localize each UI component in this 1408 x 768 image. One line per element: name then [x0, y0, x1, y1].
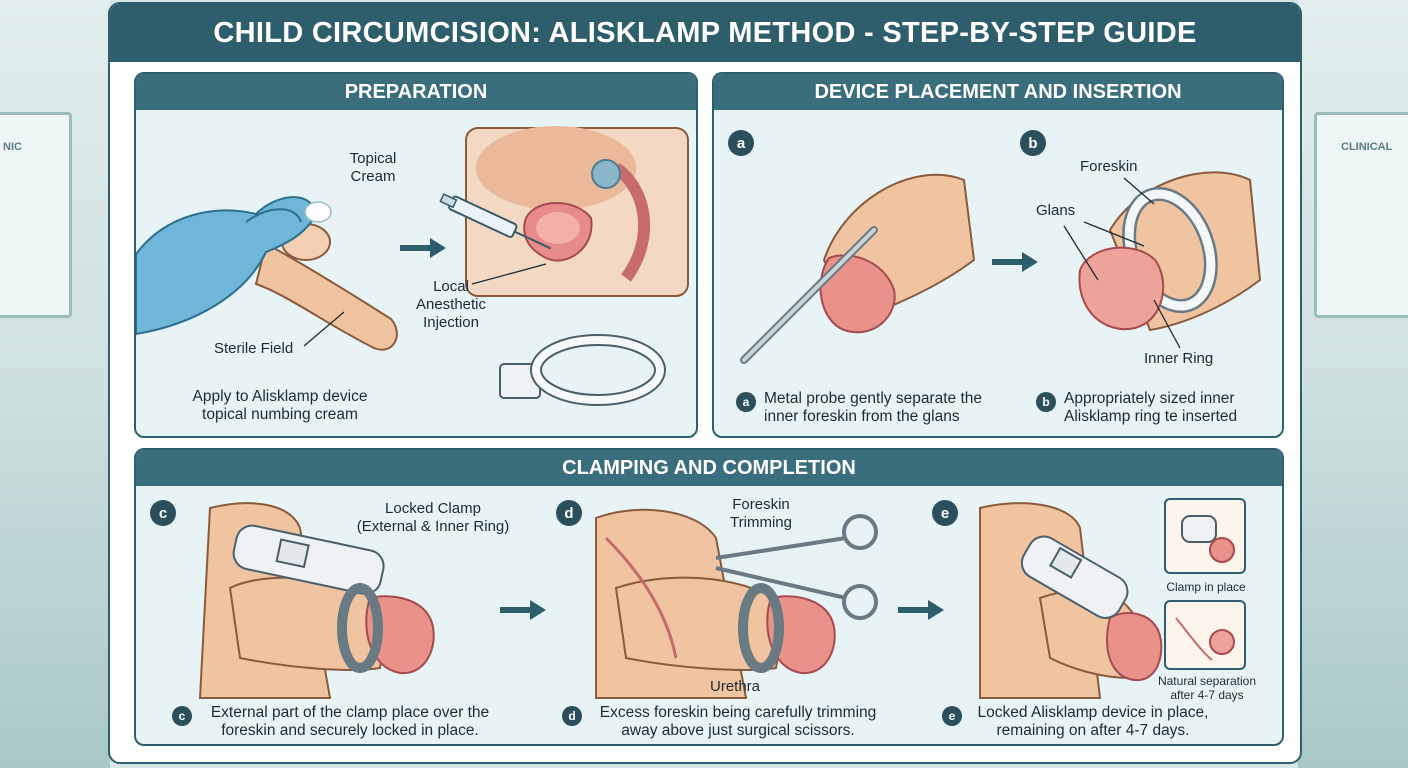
guide-card: CHILD CIRCUMCISION: ALISKLAMP METHOD - S… [108, 2, 1302, 764]
step-c-caption-badge: c [172, 706, 192, 726]
step-d-caption: Excess foreskin being carefully trimming… [599, 704, 877, 739]
arrow-clamp-2 [898, 600, 944, 620]
step-e-caption-badge: e [942, 706, 962, 726]
inset-clamp-illustration [1181, 515, 1235, 563]
alisklamp-ring-illustration [499, 334, 666, 406]
clamping-panel: CLAMPING AND COMPLETION c Locked Clamp (… [134, 448, 1284, 746]
background-poster-left-text: NIC [3, 141, 22, 153]
preparation-caption: Apply to Alisklamp device topical numbin… [192, 388, 368, 423]
clamping-header: CLAMPING AND COMPLETION [136, 450, 1282, 486]
inset-bottom-label: Natural separation after 4-7 days [1157, 674, 1257, 702]
step-a-caption-badge: a [736, 392, 756, 412]
label-locked-clamp: Locked Clamp (External & Inner Ring) [356, 500, 510, 535]
step-a-caption: Metal probe gently separate the inner fo… [764, 390, 982, 425]
placement-header: DEVICE PLACEMENT AND INSERTION [714, 74, 1282, 110]
cream-dab [304, 201, 332, 223]
inset-top-label: Clamp in place [1166, 580, 1246, 594]
label-glans: Glans [1036, 202, 1076, 219]
label-foreskin-trimming: Foreskin Trimming [730, 496, 792, 531]
placement-panel: DEVICE PLACEMENT AND INSERTION a b Fores… [712, 72, 1284, 438]
step-b-illustration [1078, 171, 1262, 332]
step-d-badge: d [556, 500, 582, 526]
arrow-clamp-1 [500, 600, 546, 620]
arrow-prep-1 [400, 238, 446, 258]
label-local-anesthetic: Local Anesthetic Injection [415, 278, 487, 331]
title-bar: CHILD CIRCUMCISION: ALISKLAMP METHOD - S… [110, 4, 1300, 62]
inset-clamp-in-place [1164, 498, 1246, 574]
step-b-badge: b [1020, 130, 1046, 156]
anatomy-cross-section-illustration [465, 126, 689, 297]
label-foreskin: Foreskin [1080, 158, 1138, 175]
arrow-placement [992, 252, 1038, 272]
step-c-illustration [198, 502, 435, 699]
step-b-caption: Appropriately sized inner Alisklamp ring… [1064, 390, 1238, 425]
gloved-hand-illustration [136, 196, 398, 351]
inset-separation-illustration [1175, 617, 1235, 661]
step-c-badge: c [150, 500, 176, 526]
background-poster-right-text: CLINICAL [1341, 141, 1393, 153]
preparation-panel: PREPARATION Topical Cream Sterile Field [134, 72, 698, 438]
label-urethra: Urethra [710, 678, 761, 695]
inset-natural-separation [1164, 600, 1246, 670]
step-a-illustration [740, 173, 976, 364]
sterile-field-leader [303, 311, 345, 347]
step-b-caption-badge: b [1036, 392, 1056, 412]
syringe-illustration [439, 193, 552, 250]
label-topical-cream: Topical Cream [349, 150, 397, 185]
step-a-badge: a [728, 130, 754, 156]
step-d-caption-badge: d [562, 706, 582, 726]
step-c-caption: External part of the clamp place over th… [210, 704, 490, 739]
preparation-header: PREPARATION [136, 74, 696, 110]
label-inner-ring: Inner Ring [1144, 350, 1214, 367]
anesthetic-leader [471, 263, 547, 285]
background-poster-right: CLINICAL [1314, 112, 1408, 318]
background-poster-left: NIC [0, 112, 72, 318]
page-title: CHILD CIRCUMCISION: ALISKLAMP METHOD - S… [213, 16, 1197, 49]
step-e-badge: e [932, 500, 958, 526]
label-sterile-field: Sterile Field [214, 340, 294, 357]
placement-leaders [1063, 177, 1181, 349]
step-e-caption: Locked Alisklamp device in place, remain… [977, 704, 1209, 739]
step-e-illustration [979, 502, 1163, 699]
step-d-illustration [595, 508, 878, 699]
